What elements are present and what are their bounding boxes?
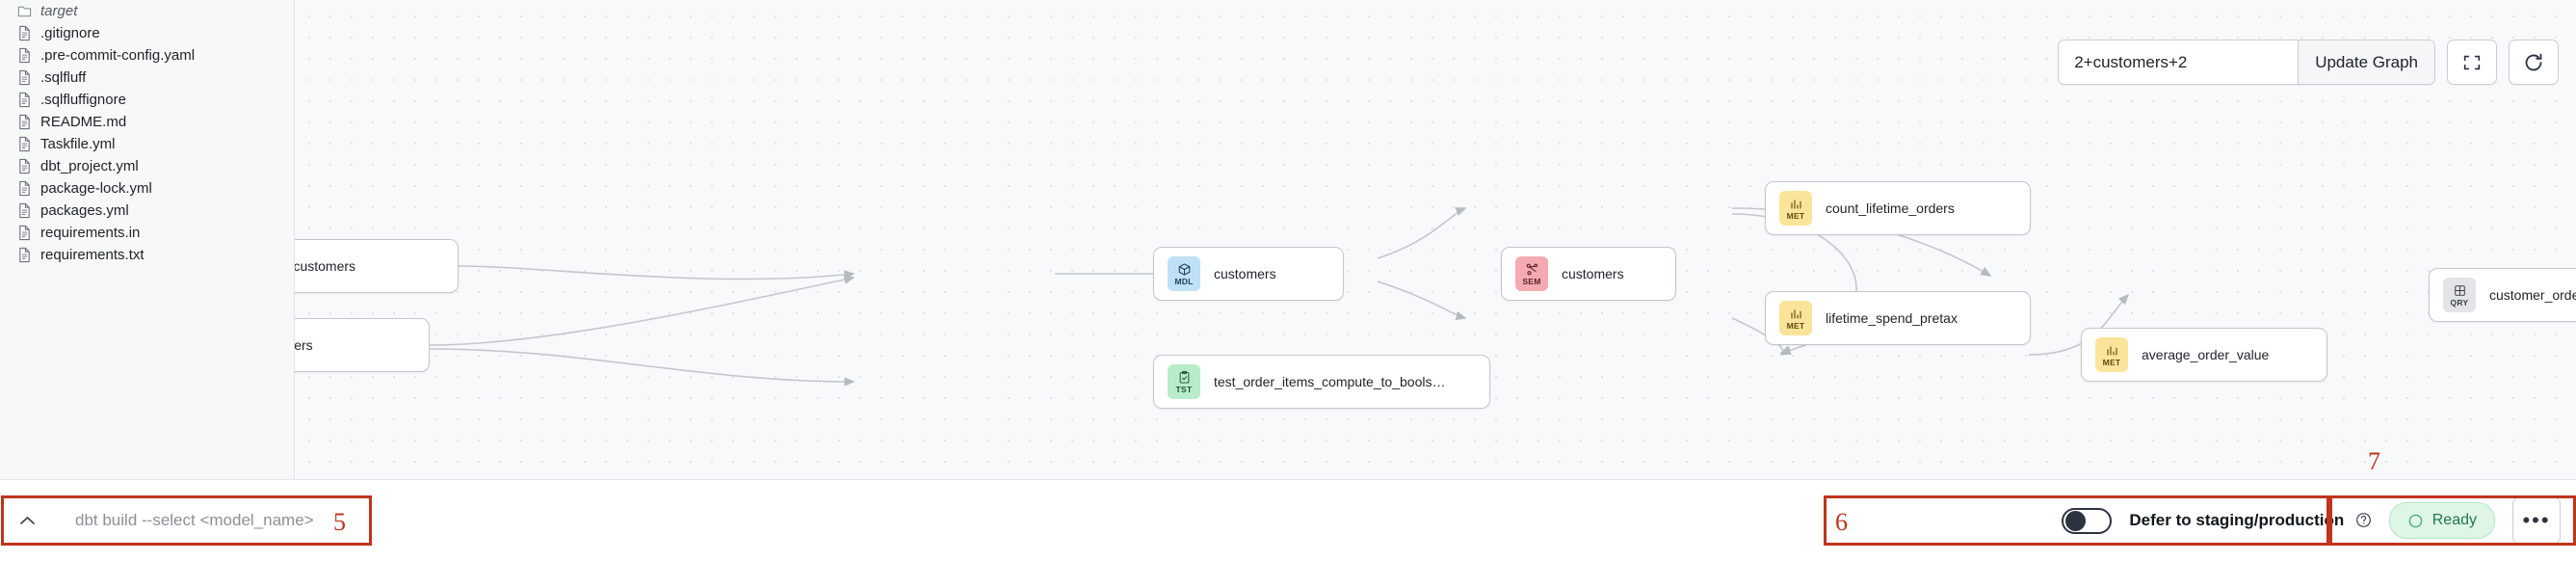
status-badge[interactable]: Ready <box>2388 502 2495 539</box>
file-name: .sqlfluff <box>40 69 87 86</box>
file-name: packages.yml <box>40 202 129 219</box>
graph-node-label: customers <box>1562 266 1624 281</box>
file-row[interactable]: .sqlfluffignore <box>0 89 294 111</box>
graph-node-mdl_customers[interactable]: MDL customers <box>1153 247 1344 301</box>
file-icon <box>17 114 32 130</box>
file-name: .gitignore <box>40 25 100 41</box>
circle-icon <box>2408 514 2423 527</box>
graph-node-met_spend[interactable]: MET lifetime_spend_pretax <box>1765 291 2031 345</box>
graph-node-label: orders <box>295 337 313 353</box>
node-kind-label: TST <box>1175 384 1193 394</box>
node-selector-input[interactable]: 2+customers+2 <box>2059 40 2299 84</box>
graph-node-label: tg_customers <box>295 258 356 274</box>
graph-node-stg_orders[interactable]: orders <box>295 318 430 372</box>
file-icon <box>17 158 32 174</box>
file-name: package-lock.yml <box>40 180 152 197</box>
command-input[interactable]: dbt build --select <model_name> <box>75 511 314 529</box>
refresh-icon[interactable] <box>2509 40 2559 85</box>
more-options-button[interactable]: ••• <box>2512 496 2561 545</box>
graph-node-label: average_order_value <box>2142 347 2270 362</box>
file-row[interactable]: .pre-commit-config.yaml <box>0 44 294 67</box>
defer-label-group: Defer to staging/production <box>2129 511 2371 530</box>
file-name: requirements.txt <box>40 247 145 263</box>
graph-node-label: customer_order_metrics <box>2489 287 2576 303</box>
cube-icon: MDL <box>1168 256 1200 291</box>
graph-node-sem_customers[interactable]: SEM customers <box>1501 247 1676 301</box>
semantic-icon: SEM <box>1515 256 1548 291</box>
file-row[interactable]: packages.yml <box>0 200 294 222</box>
node-kind-label: MET <box>2102 357 2121 367</box>
file-icon <box>17 25 32 41</box>
chevron-up-icon[interactable] <box>0 495 54 546</box>
graph-node-met_count[interactable]: MET count_lifetime_orders <box>1765 181 2031 235</box>
graph-node-qry_metrics[interactable]: QRY customer_order_metrics <box>2429 268 2576 322</box>
status-badge-label: Ready <box>2431 512 2477 528</box>
file-icon <box>17 47 32 64</box>
bar-chart-icon: MET <box>1779 191 1812 226</box>
table-icon: QRY <box>2443 278 2476 312</box>
file-name: requirements.in <box>40 225 141 241</box>
expand-icon[interactable] <box>2447 40 2497 85</box>
graph-node-label: lifetime_spend_pretax <box>1826 310 1958 326</box>
graph-node-stg_customers[interactable]: tg_customers <box>295 239 459 293</box>
file-icon <box>17 136 32 152</box>
file-row[interactable]: requirements.in <box>0 222 294 244</box>
defer-label: Defer to staging/production <box>2129 511 2345 529</box>
file-icon <box>17 69 32 86</box>
node-kind-label: MET <box>1786 320 1805 331</box>
file-name: .sqlfluffignore <box>40 92 126 108</box>
file-row[interactable]: README.md <box>0 111 294 133</box>
status-bar: dbt build --select <model_name> Defer to… <box>0 479 2576 561</box>
file-row[interactable]: .gitignore <box>0 22 294 44</box>
file-name: Taskfile.yml <box>40 136 116 152</box>
file-name: README.md <box>40 114 127 130</box>
update-graph-button[interactable]: Update Graph <box>2298 40 2434 84</box>
file-name: dbt_project.yml <box>40 158 139 174</box>
bar-chart-icon: MET <box>2095 337 2128 372</box>
file-row[interactable]: package-lock.yml <box>0 177 294 200</box>
node-kind-label: QRY <box>2450 297 2469 307</box>
help-circle-icon[interactable] <box>2355 512 2372 528</box>
node-kind-label: MDL <box>1174 276 1194 286</box>
defer-toggle-knob <box>2065 510 2087 531</box>
graph-node-label: count_lifetime_orders <box>1826 200 1955 216</box>
node-kind-label: SEM <box>1522 276 1541 286</box>
clipboard-check-icon: TST <box>1168 364 1200 399</box>
node-kind-label: MET <box>1786 210 1805 221</box>
file-row[interactable]: target <box>0 0 294 22</box>
file-row[interactable]: dbt_project.yml <box>0 155 294 177</box>
bar-chart-icon: MET <box>1779 301 1812 335</box>
folder-icon <box>17 3 32 19</box>
graph-node-label: test_order_items_compute_to_bools… <box>1214 374 1446 389</box>
file-list: target .gitignore .pre-commit-config.yaml.… <box>0 0 294 266</box>
graph-node-tst_order_items[interactable]: TST test_order_items_compute_to_bools… <box>1153 355 1490 409</box>
defer-toggle[interactable] <box>2062 507 2113 534</box>
node-selector-combo: 2+customers+2 Update Graph <box>2058 40 2435 85</box>
file-row[interactable]: Taskfile.yml <box>0 133 294 155</box>
file-name: target <box>40 3 78 19</box>
file-row[interactable]: .sqlfluff <box>0 67 294 89</box>
file-icon <box>17 180 32 197</box>
command-bar: dbt build --select <model_name> <box>0 495 383 546</box>
status-bar-right: Defer to staging/production Ready ••• <box>2062 496 2561 545</box>
file-row[interactable]: requirements.txt <box>0 244 294 266</box>
lineage-graph-canvas[interactable]: 2+customers+2 Update Graph tg_customerso… <box>295 0 2576 480</box>
file-icon <box>17 225 32 241</box>
file-icon <box>17 202 32 219</box>
graph-toolbar: 2+customers+2 Update Graph <box>2058 40 2559 85</box>
file-icon <box>17 247 32 263</box>
graph-node-label: customers <box>1214 266 1276 281</box>
file-explorer-sidebar: target .gitignore .pre-commit-config.yaml.… <box>0 0 295 480</box>
file-icon <box>17 92 32 108</box>
graph-node-met_aov[interactable]: MET average_order_value <box>2081 328 2327 382</box>
file-name: .pre-commit-config.yaml <box>40 47 196 64</box>
